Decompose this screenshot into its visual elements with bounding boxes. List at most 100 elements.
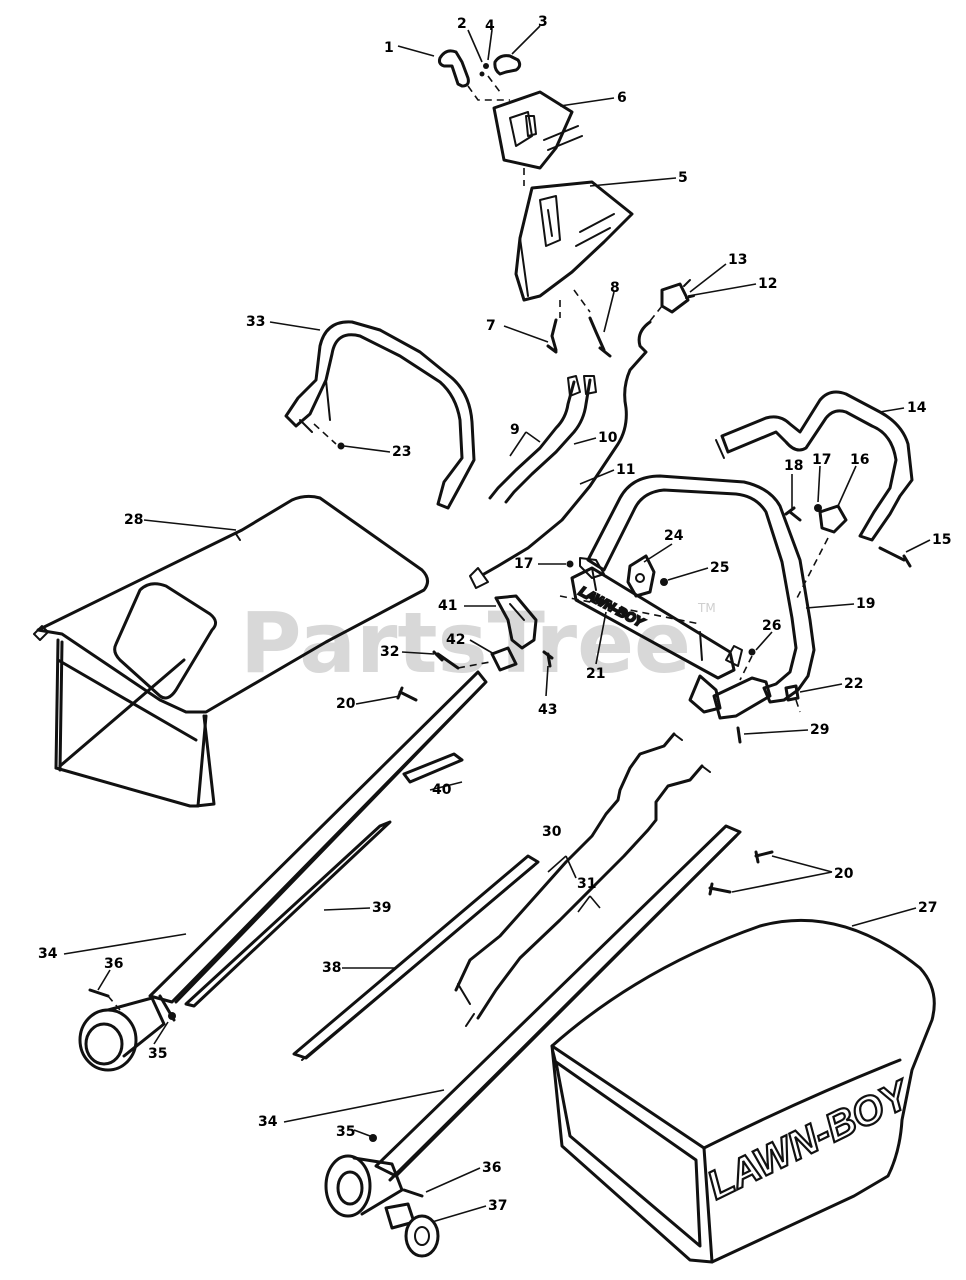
- callout-38: 38: [322, 960, 341, 976]
- callout-3: 3: [538, 14, 548, 30]
- plate-part-42: [490, 646, 518, 672]
- handle-part-19: [579, 474, 816, 704]
- callout-34-right: 34: [258, 1114, 278, 1130]
- callout-5: 5: [678, 170, 688, 186]
- rod-part-9: [488, 375, 581, 500]
- screw-part-15: [878, 546, 912, 568]
- screw-part-29: [736, 726, 742, 744]
- callout-27: 27: [918, 900, 937, 916]
- bag-part-27: LAWN-BOY: [550, 918, 936, 1264]
- callout-1: 1: [384, 40, 394, 56]
- side-rail-part-34-left: [148, 670, 488, 1022]
- callout-16: 16: [850, 452, 869, 468]
- callout-2: 2: [457, 16, 467, 32]
- callout-29: 29: [810, 722, 829, 738]
- screw-part-43: [542, 650, 554, 668]
- wheel-part-left: [78, 996, 166, 1072]
- callout-17-lower: 17: [514, 556, 533, 572]
- callout-41: 41: [438, 598, 457, 614]
- strip-part-39: [184, 820, 392, 1008]
- callout-30: 30: [542, 824, 562, 840]
- screw-part-36-left: [88, 988, 110, 998]
- bracket-part-24: [626, 554, 656, 598]
- nut-part-26: [748, 648, 756, 656]
- callout-32: 32: [380, 644, 399, 660]
- pin-part-2: [479, 71, 485, 77]
- switch-part-12: [660, 279, 695, 314]
- callout-7: 7: [486, 318, 496, 334]
- callout-20-left: 20: [336, 696, 356, 712]
- handle-part-14: [715, 390, 914, 542]
- callout-21: 21: [586, 666, 605, 682]
- callout-31: 31: [577, 876, 596, 892]
- pin-part-4: [483, 63, 489, 69]
- callout-25: 25: [710, 560, 729, 576]
- screw-part-36-right: [402, 1188, 424, 1198]
- knob-part-37: [384, 1202, 440, 1258]
- callout-24: 24: [664, 528, 684, 544]
- housing-part-5: [514, 180, 634, 302]
- nut-part-17-lower: [566, 560, 574, 568]
- catcher-frame-part-28: [33, 494, 429, 808]
- callout-43: 43: [538, 702, 557, 718]
- callout-9: 9: [510, 422, 520, 438]
- bracket-part-41: [494, 594, 538, 650]
- callout-13: 13: [728, 252, 747, 268]
- nut-part-25: [660, 578, 668, 586]
- callout-15: 15: [932, 532, 951, 548]
- nut-part-35-right: [369, 1134, 377, 1142]
- screw-part-20-right-a: [754, 850, 774, 864]
- callout-10: 10: [598, 430, 618, 446]
- callout-42: 42: [446, 632, 465, 648]
- callout-33: 33: [246, 314, 265, 330]
- screw-part-20-right-b: [708, 882, 732, 896]
- screw-part-23: [337, 442, 345, 450]
- grip-part-1: [438, 49, 470, 88]
- callout-22: 22: [844, 676, 863, 692]
- cable-part-31: [465, 764, 711, 1027]
- callout-35-right: 35: [336, 1124, 355, 1140]
- bolt-part-32: [432, 650, 460, 670]
- callout-20-right: 20: [834, 866, 854, 882]
- callout-36-left: 36: [104, 956, 123, 972]
- cable-part-11: [469, 320, 652, 589]
- track-part-38: [292, 854, 540, 1061]
- grip-part-3: [493, 54, 522, 76]
- callout-labels: 1 2 3 4 5 6 7 8 9 10 11 12 13 14 15 16 1…: [38, 14, 951, 1214]
- strip-part-40: [402, 752, 464, 784]
- bag-brand-mark: LAWN-BOY: [701, 1072, 919, 1208]
- cable-part-30: [454, 732, 683, 1005]
- callout-19: 19: [856, 596, 875, 612]
- watermark: PartsTree: [240, 594, 691, 692]
- callout-11: 11: [616, 462, 635, 478]
- callout-12: 12: [758, 276, 777, 292]
- callout-28: 28: [124, 512, 143, 528]
- wheel-part-right: [324, 1154, 404, 1218]
- lever-part-8: [588, 316, 612, 358]
- lever-part-7: [546, 318, 558, 354]
- leader-lines: [63, 25, 931, 1223]
- callout-35-left: 35: [148, 1046, 167, 1062]
- callout-18: 18: [784, 458, 803, 474]
- rod-part-10: [504, 375, 597, 504]
- callout-23: 23: [392, 444, 411, 460]
- watermark-tm: TM: [697, 601, 716, 615]
- nut-part-17-upper: [814, 504, 822, 512]
- pin-part-22: [784, 684, 800, 702]
- callout-37: 37: [488, 1198, 507, 1214]
- callout-39: 39: [372, 900, 391, 916]
- callout-26: 26: [762, 618, 781, 634]
- bail-part-33: [284, 320, 476, 510]
- callout-14: 14: [907, 400, 927, 416]
- callout-4: 4: [485, 18, 495, 34]
- callout-40: 40: [432, 782, 452, 798]
- side-rail-part-34-right: [374, 824, 742, 1182]
- callout-34-left: 34: [38, 946, 58, 962]
- callout-6: 6: [617, 90, 627, 106]
- bracket-part-16: [818, 504, 848, 534]
- callout-8: 8: [610, 280, 620, 296]
- callout-17-upper: 17: [812, 452, 831, 468]
- plate-part-6: [492, 90, 583, 170]
- screw-part-18: [784, 506, 802, 522]
